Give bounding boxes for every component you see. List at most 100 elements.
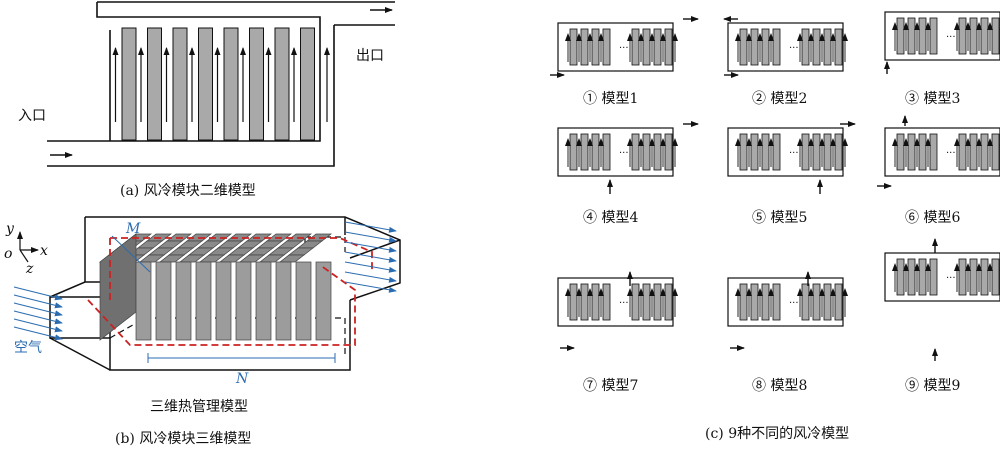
cell-top-face (247, 247, 275, 256)
axis-triad (17, 231, 39, 263)
cell-top-face (136, 240, 164, 249)
mini-cell (812, 28, 821, 66)
panel-c-caption: (c) 9种不同的风冷模型 (705, 426, 849, 442)
model-6: ··· (877, 115, 1000, 189)
mini-cell (823, 28, 832, 66)
mini-cell (969, 17, 978, 55)
mini-cell (929, 133, 938, 171)
model-2: ··· (723, 16, 848, 78)
mini-cell (664, 133, 673, 171)
air-inlet-arrows (13, 286, 63, 341)
model-label-6: ⑥ 模型6 (905, 210, 960, 226)
model-duct-walls (557, 22, 674, 72)
ellipsis-dots: ··· (946, 148, 956, 159)
mini-cell (823, 283, 832, 321)
mini-cell (907, 133, 916, 171)
cell-front-face (255, 261, 272, 341)
cell-block (249, 27, 264, 141)
air-outlet-arrow-icon (344, 271, 397, 283)
cell-top-face (218, 254, 246, 263)
axis-y-label: y (5, 221, 15, 237)
model-label-7: ⑦ 模型7 (583, 378, 638, 394)
mini-cell (918, 17, 927, 55)
outlet-label: 出口 (356, 48, 384, 64)
cell-top-face (258, 254, 286, 263)
mini-cell (761, 28, 770, 66)
cell-top-face (236, 240, 264, 249)
cell-front-face (155, 261, 172, 341)
mini-cell (631, 133, 640, 171)
cell-top-face (198, 254, 226, 263)
mini-cell (750, 133, 759, 171)
cell-top-face (267, 247, 295, 256)
cell-top-face (187, 247, 215, 256)
mini-cell (980, 258, 989, 296)
air-inlet-arrow-icon (13, 310, 63, 325)
cell-front-face (135, 261, 152, 341)
cell-front-face (315, 261, 332, 341)
model-3: ··· (884, 11, 1000, 74)
model-label-4: ④ 模型4 (583, 210, 638, 226)
model-duct-walls (884, 11, 1000, 61)
air-outlet-arrow-icon (344, 241, 397, 253)
cell-top-face (296, 240, 324, 249)
mini-cell (602, 133, 611, 171)
cell-top-face (158, 254, 186, 263)
panel-a-flow-arrows (50, 7, 393, 158)
cell-top-face (278, 254, 306, 263)
mini-cell (602, 28, 611, 66)
mini-cell (991, 258, 1000, 296)
cell-top-face (256, 240, 284, 249)
cell-block (198, 27, 213, 141)
cell-top-face (276, 240, 304, 249)
air-inlet-arrow-icon (13, 286, 63, 301)
panel-a-duct-walls (47, 1, 395, 167)
mini-cell (980, 17, 989, 55)
mini-cell (834, 133, 843, 171)
panel-b-sublabel: 三维热管理模型 (150, 399, 248, 415)
cell-top-face (227, 247, 255, 256)
ellipsis-dots: ··· (789, 148, 799, 159)
cell-front-face (235, 261, 252, 341)
mini-cell (591, 283, 600, 321)
cell-top-face (238, 254, 266, 263)
air-outlet-arrow-icon (344, 251, 397, 263)
model-duct-walls (884, 127, 1000, 177)
mini-cell (750, 28, 759, 66)
air-outlet-arrow-icon (344, 221, 397, 233)
air-outlet-arrow-icon (344, 261, 397, 273)
mini-cell (739, 28, 748, 66)
cell-top-face (178, 254, 206, 263)
mini-cell (801, 28, 810, 66)
model-duct-walls (557, 277, 674, 327)
model-label-3: ③ 模型3 (905, 91, 960, 107)
model-5: ··· (727, 121, 856, 194)
axis-x-label: x (40, 243, 48, 259)
cell-front-face (275, 261, 292, 341)
flow-region-outline (87, 237, 373, 346)
air-outlet-arrow-icon (344, 231, 397, 243)
mini-cell (812, 283, 821, 321)
cell-top-face (156, 240, 184, 249)
cell-front-face (215, 261, 232, 341)
mini-cell (969, 133, 978, 171)
mini-cell (580, 283, 589, 321)
mini-cell (772, 283, 781, 321)
mini-cell (772, 28, 781, 66)
model-duct-walls (884, 252, 1000, 302)
panel-b-cell-block (98, 233, 333, 341)
mini-cell (958, 258, 967, 296)
mini-cell (896, 17, 905, 55)
mini-cell (761, 283, 770, 321)
mini-cell (929, 258, 938, 296)
ellipsis-dots: ··· (619, 148, 629, 159)
mini-cell (834, 28, 843, 66)
mini-cell (907, 258, 916, 296)
ellipsis-dots: ··· (789, 298, 799, 309)
model-label-5: ⑤ 模型5 (752, 210, 807, 226)
ellipsis-dots: ··· (619, 298, 629, 309)
model-7: ··· (557, 271, 678, 351)
mini-cell (896, 133, 905, 171)
panel-a-cell-array (112, 27, 330, 141)
